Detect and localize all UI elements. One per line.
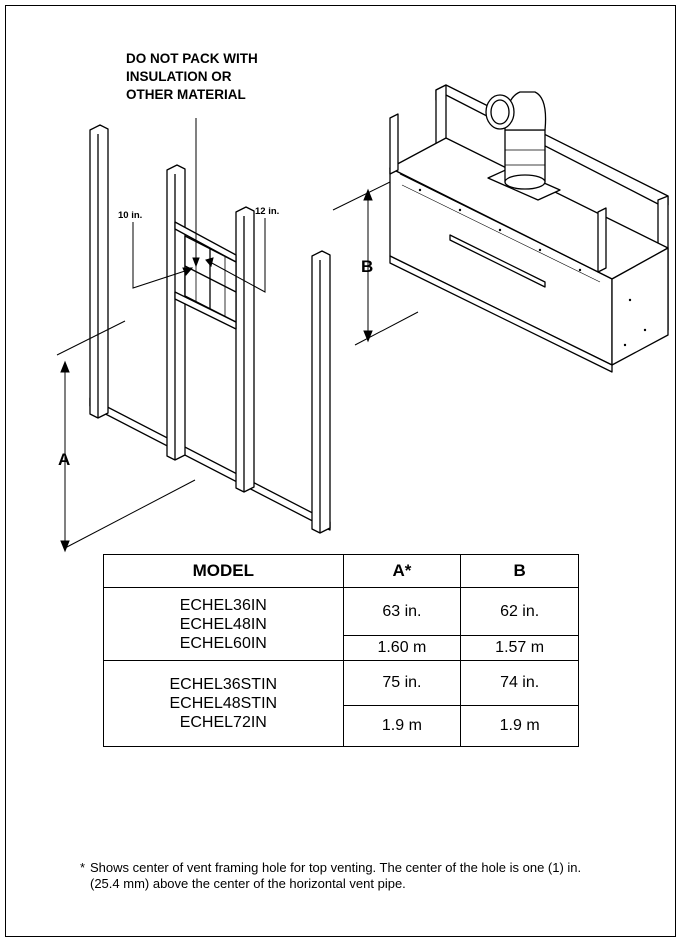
model-name: ECHEL48STIN	[169, 695, 278, 712]
dim-a-letter: A	[58, 450, 71, 469]
model-name: ECHEL60IN	[179, 634, 267, 652]
table-row: ECHEL36STIN ECHEL48STIN ECHEL72IN 75 in.…	[103, 660, 579, 747]
hole-width-label: 12 in.	[255, 206, 280, 217]
header-model: MODEL	[103, 554, 344, 588]
table-row: ECHEL36IN ECHEL48IN ECHEL60IN 63 in. 62 …	[103, 587, 579, 661]
model-group-2: ECHEL36STIN ECHEL48STIN ECHEL72IN	[103, 660, 344, 747]
bottom-plate	[89, 397, 331, 531]
dim-b-letter: B	[361, 257, 374, 276]
warning-label: DO NOT PACK WITH INSULATION OR OTHER MAT…	[126, 50, 258, 104]
stud-3	[235, 206, 255, 493]
value-b-metric: 1.57 m	[460, 635, 579, 661]
table-row: 1.9 m 1.9 m	[104, 705, 579, 747]
model-name: ECHEL72IN	[179, 714, 267, 731]
stud-2	[166, 164, 186, 461]
value-b-metric: 1.9 m	[460, 705, 579, 747]
value-b-imperial: 74 in.	[460, 660, 579, 706]
model-group-1: ECHEL36IN ECHEL48IN ECHEL60IN	[103, 587, 344, 661]
model-dimension-table: MODEL A* B ECHEL36IN ECHEL48IN ECHEL60IN…	[103, 554, 579, 747]
dim-a-arrow-bottom	[60, 540, 70, 553]
fireplace-unit	[389, 84, 669, 373]
model-name: ECHEL36IN	[179, 596, 267, 614]
value-a-imperial: 75 in.	[342, 660, 462, 706]
warning-line-1: DO NOT PACK WITH	[126, 51, 258, 66]
header-a: A*	[342, 554, 462, 588]
hole-height-label: 10 in.	[118, 210, 143, 221]
value-b-imperial: 62 in.	[460, 587, 579, 636]
leader-10in	[132, 222, 189, 289]
dim-b-arrow-top	[363, 188, 373, 201]
footnote-text: Shows center of vent framing hole for to…	[90, 860, 582, 891]
value-a-metric: 1.60 m	[342, 635, 462, 661]
leader-12in	[209, 218, 266, 293]
dimension-lines	[56, 118, 419, 553]
dim-a-arrow-top	[60, 360, 70, 373]
footnote: * Shows center of vent framing hole for …	[80, 860, 600, 892]
footnote-marker: *	[80, 860, 86, 875]
dim-b-arrow-bottom	[363, 330, 373, 343]
right-stud	[311, 250, 331, 534]
warning-line-3: OTHER MATERIAL	[126, 87, 246, 102]
warning-line-2: INSULATION OR	[126, 69, 232, 84]
header-b: B	[460, 554, 579, 588]
left-stud	[89, 124, 109, 419]
value-a-metric: 1.9 m	[342, 705, 462, 747]
value-a-imperial: 63 in.	[342, 587, 462, 636]
model-name: ECHEL48IN	[179, 615, 267, 633]
table-header-row: MODEL A* B	[103, 554, 579, 588]
model-name: ECHEL36STIN	[169, 676, 278, 693]
wall-framing	[89, 124, 331, 534]
fireplace-detail-dots	[418, 188, 647, 347]
table-row: 1.60 m 1.57 m	[104, 635, 579, 661]
page-border	[5, 5, 676, 937]
